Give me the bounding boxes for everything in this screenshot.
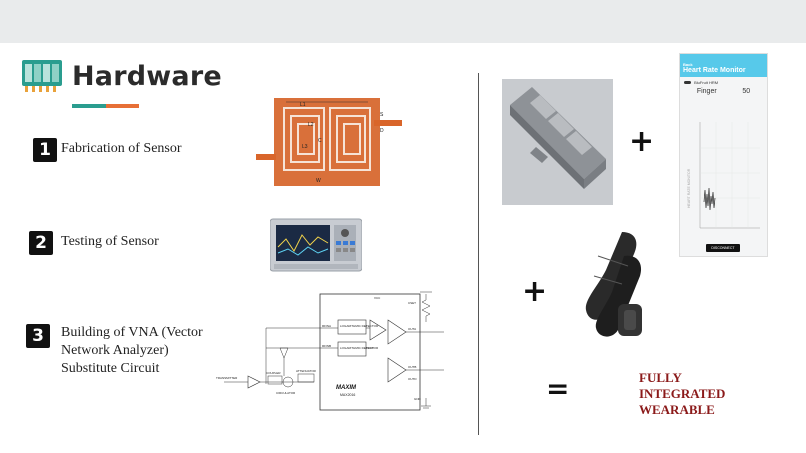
disconnect-button[interactable]: DISCONNECT: [706, 244, 740, 252]
page-title: Hardware: [72, 60, 222, 92]
sensor-label-c: C: [318, 138, 322, 144]
step-1-number: 1: [33, 138, 57, 162]
plus-sign-2: +: [522, 274, 548, 309]
app-device-row: BluFruit HRM: [680, 77, 767, 88]
circuit-label-transmitter: TRANSMITTER: [216, 376, 238, 380]
title-row: Hardware: [22, 58, 222, 94]
sensor-image: L1 L2 L3 W C S D: [256, 98, 402, 186]
step-3-label: Building of VNA (Vector Network Analyzer…: [61, 324, 221, 378]
result-line-3: WEARABLE: [639, 402, 715, 417]
step-3-number: 3: [26, 324, 50, 348]
app-back-link[interactable]: Back: [683, 62, 693, 67]
sensor-label-s: S: [380, 112, 384, 118]
top-bar: [0, 0, 806, 43]
result-line-2: INTEGRATED: [639, 386, 726, 401]
circuit-label-cset: CSET: [408, 301, 416, 305]
circuit-label-rfinb: RFINB: [322, 344, 331, 348]
step-2-number: 2: [29, 231, 53, 255]
circuit-chip-part: MAX2016: [340, 393, 355, 397]
equals-sign: =: [546, 372, 570, 405]
circuit-label-logdet-b: LOGARITHMIC DETECTOR: [340, 346, 379, 350]
circuit-label-outa: OUTA: [408, 327, 416, 331]
step-3-line-2: Network Analyzer): [61, 343, 169, 358]
sensor-label-d: D: [380, 128, 384, 134]
step-3-line-3: Substitute Circuit: [61, 361, 160, 376]
circuit-label-circulator: CIRCULATOR: [276, 391, 296, 395]
toggle-icon[interactable]: [684, 81, 691, 85]
app-hr-chart: HEART RATE MONITOR: [687, 122, 760, 229]
app-chart-axis-label: HEART RATE MONITOR: [687, 168, 691, 208]
step-3-line-1: Building of VNA (Vector: [61, 325, 203, 340]
circuit-label-outb: OUTB: [408, 365, 416, 369]
sensor-label-l2: L2: [308, 122, 314, 128]
circuit-schematic: LOGARITHMIC DETECTOR LOGARITHMIC DETECTO…: [214, 288, 454, 416]
heart-rate-app-screenshot: Back Heart Rate Monitor BluFruit HRM Fin…: [679, 53, 768, 257]
app-values: Finger 50: [680, 88, 767, 95]
app-bpm-value: 50: [742, 88, 751, 95]
heart-rate-strap-image: [585, 232, 642, 337]
plus-sign-1: +: [629, 124, 655, 159]
circuit-label-vcc: VCC: [374, 296, 381, 300]
sensor-label-l1: L1: [300, 102, 306, 108]
app-title: Heart Rate Monitor: [683, 67, 746, 74]
circuit-label-gnd: GND: [414, 397, 422, 401]
circuit-label-logdet-a: LOGARITHMIC DETECTOR: [340, 324, 379, 328]
sensor-label-l3: L3: [302, 144, 308, 150]
phone-status-bar: [680, 54, 767, 60]
circuit-label-outd: OUTD: [408, 377, 417, 381]
title-underline-orange: [106, 104, 139, 108]
circuit-label-coupler: COUPLER: [266, 371, 281, 375]
result-text: FULLY INTEGRATED WEARABLE: [639, 370, 779, 418]
title-underline-teal: [72, 104, 106, 108]
step-1-label: Fabrication of Sensor: [61, 141, 182, 156]
circuit-label-attenuator: ATTENUATOR: [296, 369, 317, 373]
app-device-name: BluFruit HRM: [694, 80, 719, 85]
app-sensor-label: Finger: [696, 88, 717, 95]
app-header: Back Heart Rate Monitor: [680, 60, 767, 77]
circuit-label-rfina: RFINA: [322, 324, 331, 328]
enclosure-3d-image: [502, 79, 613, 205]
vertical-divider: [478, 73, 479, 435]
vna-instrument-image: [270, 218, 362, 272]
chip-icon: [22, 60, 62, 92]
circuit-chip-brand: MAXIM: [336, 385, 357, 391]
step-2-label: Testing of Sensor: [61, 234, 159, 249]
sensor-label-w: W: [316, 178, 321, 184]
result-line-1: FULLY: [639, 370, 682, 385]
